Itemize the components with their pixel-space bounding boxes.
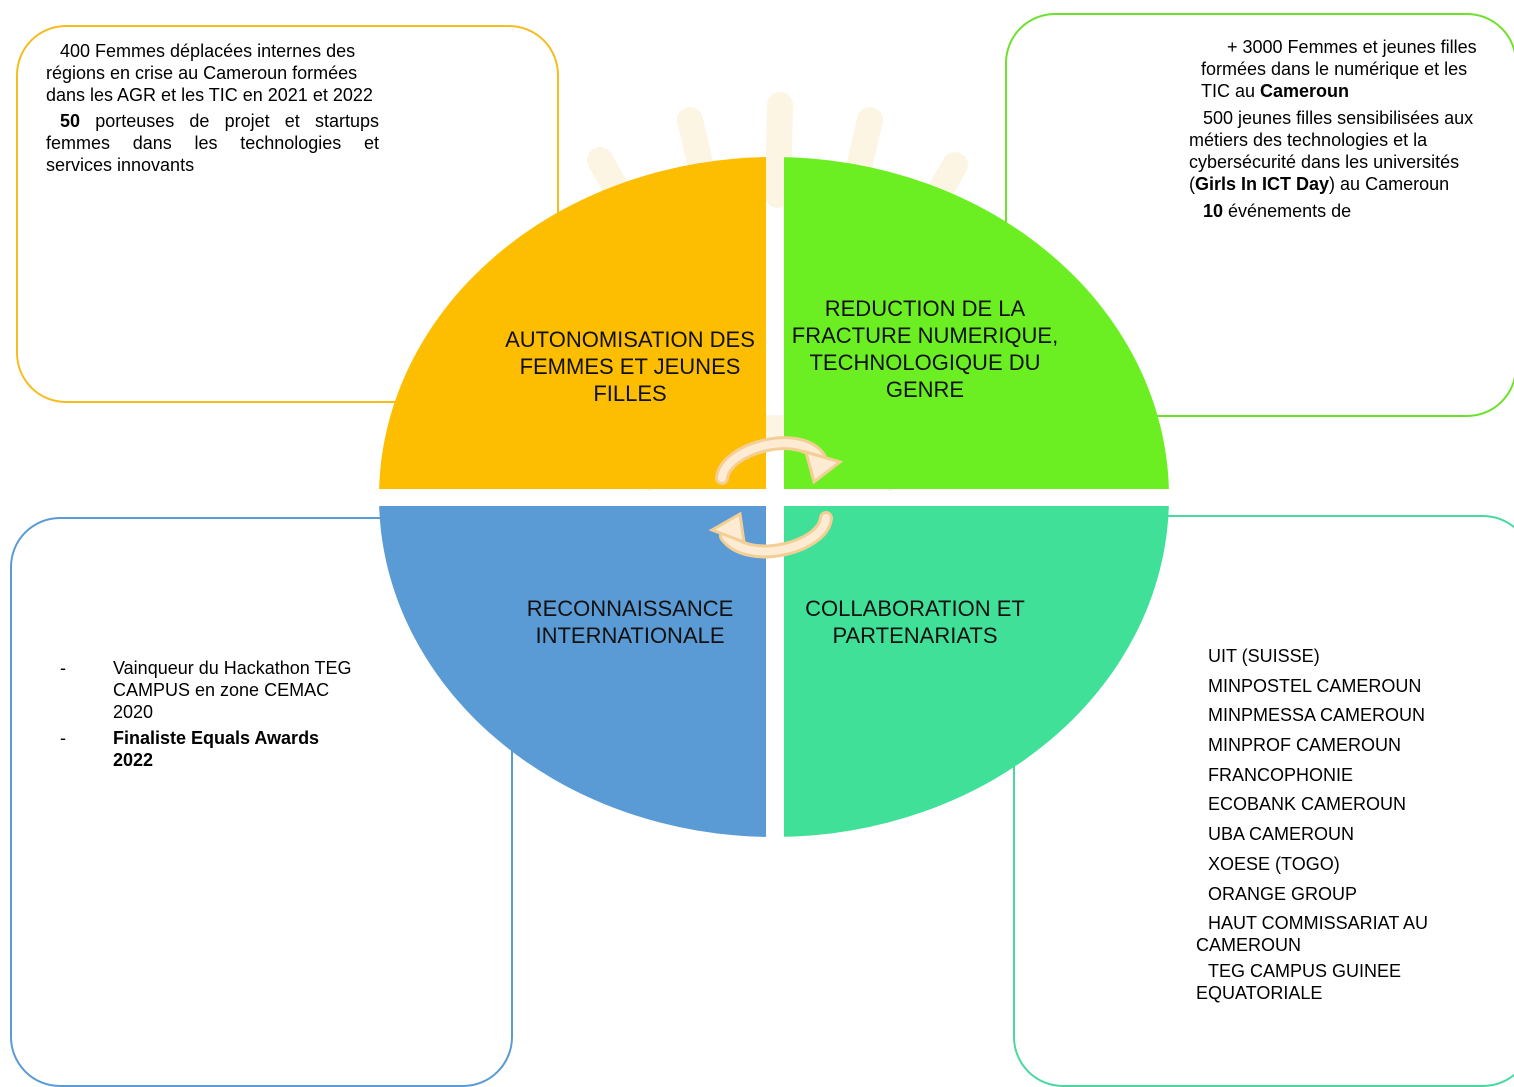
quadrant-label-reduction-fracture: REDUCTION DE LA FRACTURE NUMERIQUE, TECH… xyxy=(791,296,1059,402)
partner-item: XOESE (TOGO) xyxy=(1208,853,1340,874)
achievement-text: 500 jeunes filles sensibilisées aux méti… xyxy=(1189,107,1489,195)
achievement-bold-part: Girls In ICT Day xyxy=(1195,174,1330,194)
list-dash: - xyxy=(60,658,66,678)
achievement-bold-part: Cameroun xyxy=(1260,81,1350,101)
quadrant-bottom-right xyxy=(784,506,1169,837)
partner-item: HAUT COMMISSARIAT AU CAMEROUN xyxy=(1196,913,1429,956)
quadrant-top-left xyxy=(379,157,766,489)
list-item-text: Finaliste Equals Awards 2022 xyxy=(113,728,320,770)
quadrant-label-autonomisation: AUTONOMISATION DES FEMMES ET JEUNES FILL… xyxy=(505,327,755,406)
achievement-text-part: ) au Cameroun xyxy=(1329,174,1450,194)
achievement-text-part: 500 jeunes filles sensibilisées aux méti… xyxy=(1189,108,1474,194)
achievement-text: + 3000 Femmes et jeunes filles formées d… xyxy=(1189,36,1489,102)
achievement-count: 50 xyxy=(60,111,81,131)
achievement-text-rest: porteuses de projet et startups femmes d… xyxy=(46,111,379,175)
partners-list: UIT (SUISSE) MINPOSTEL CAMEROUN MINPMESS… xyxy=(1196,645,1496,1012)
achievement-text: 10 événements de xyxy=(1189,200,1489,222)
cycle-arrows-icon xyxy=(708,436,844,559)
achievement-bold-part: 10 xyxy=(1203,201,1224,221)
list-item: - Vainqueur du Hackathon TEG CAMPUS en zo… xyxy=(60,657,360,723)
partner-item: UBA CAMEROUN xyxy=(1208,824,1355,845)
partner-item: UIT (SUISSE) xyxy=(1208,646,1320,666)
quadrant-label-reconnaissance: RECONNAISSANCE INTERNATIONALE xyxy=(526,596,734,648)
partner-item: TEG CAMPUS GUINEE EQUATORIALE xyxy=(1196,961,1402,1004)
quadrant-label-collaboration: COLLABORATION ET PARTENARIATS xyxy=(805,596,1025,648)
partner-item: ECOBANK CAMEROUN xyxy=(1208,794,1407,815)
achievement-text-part: événements de xyxy=(1223,201,1352,221)
autonomisation-achievements: 400 Femmes déplacées internes des région… xyxy=(46,40,379,176)
partner-item: MINPOSTEL CAMEROUN xyxy=(1208,675,1422,696)
achievement-text: 400 Femmes déplacées internes des région… xyxy=(46,41,373,105)
achievements-box-top-right xyxy=(1005,13,1514,417)
list-dash: - xyxy=(60,728,66,748)
achievement-text: 50 porteuses de projet et startups femme… xyxy=(46,110,379,176)
quadrant-bottom-left xyxy=(379,506,766,837)
partner-item: MINPROF CAMEROUN xyxy=(1208,735,1401,756)
partner-item: FRANCOPHONIE xyxy=(1208,764,1354,785)
list-item: - Finaliste Equals Awards 2022 xyxy=(60,727,360,771)
reduction-fracture-achievements: + 3000 Femmes et jeunes filles formées d… xyxy=(1189,36,1489,227)
achievement-text-part: + 3000 Femmes et jeunes filles formées d… xyxy=(1201,37,1477,101)
list-item-text: Vainqueur du Hackathon TEG CAMPUS en zon… xyxy=(113,658,352,722)
partner-item: MINPMESSA CAMEROUN xyxy=(1208,705,1426,726)
partner-item: ORANGE GROUP xyxy=(1208,883,1358,904)
reconnaissance-list: - Vainqueur du Hackathon TEG CAMPUS en zo… xyxy=(60,657,360,775)
